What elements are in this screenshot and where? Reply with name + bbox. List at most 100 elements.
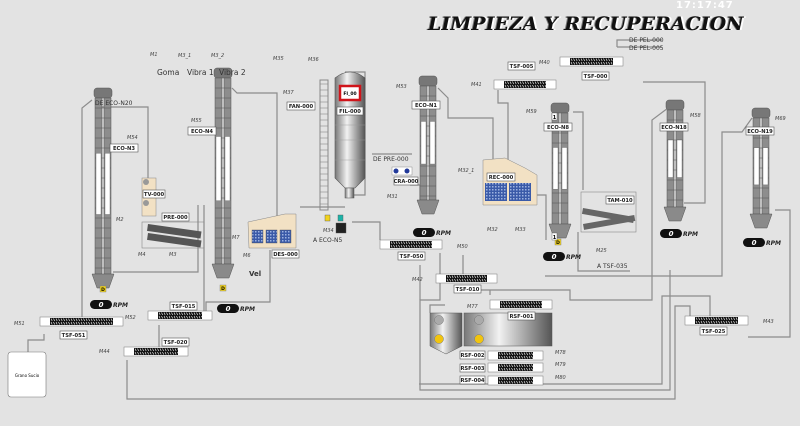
silo-fil-000[interactable]: FI_00 xyxy=(334,71,366,199)
bucket-elevator-eco-n4[interactable] xyxy=(211,67,235,279)
status-indicator-icon xyxy=(324,214,331,222)
screw-conveyor-tsf-050[interactable] xyxy=(379,239,443,250)
destoner-des-000[interactable] xyxy=(247,213,297,249)
conveyor-tag-tsf-025[interactable]: TSF-025 xyxy=(702,329,726,335)
motor-label-m42: M42 xyxy=(412,277,423,283)
silo-alarm[interactable] xyxy=(338,84,362,102)
fan-tag-box xyxy=(286,101,316,111)
screw-conveyor-tsf-051[interactable] xyxy=(39,316,124,327)
conveyor-tag-rsf-001[interactable]: RSF-001 xyxy=(509,314,533,320)
elevator-tag-eco-n4-box xyxy=(187,126,217,136)
dest-de-pre-000: DE PRE-000 xyxy=(373,156,409,163)
conveyor-tag-tsf-005[interactable]: TSF-005 xyxy=(510,64,534,70)
conveyor-tag-tsf-000[interactable]: TSF-000 xyxy=(584,74,608,80)
elevator-tag-eco-n8[interactable]: ECO-N8 xyxy=(547,125,569,131)
conveyor-tag-tsf-051[interactable]: TSF-051 xyxy=(62,333,86,339)
elevator-tag-eco-n18[interactable]: ECO-N18 xyxy=(661,125,687,131)
cra-tag[interactable]: CRA-000 xyxy=(394,179,419,185)
conveyor-tag-rsf-004[interactable]: RSF-004 xyxy=(460,378,484,384)
vibra1-button[interactable]: Vibra 1 xyxy=(187,68,214,77)
motor-label-m52: M52 xyxy=(125,315,136,321)
screw-conveyor-rsf-001[interactable] xyxy=(489,299,553,310)
rpm-unit: RPM xyxy=(766,240,781,247)
conveyor-tag-tsf-020-box xyxy=(161,337,190,347)
pipes xyxy=(27,39,791,400)
des-tag-box xyxy=(271,249,300,259)
rpm-unit: RPM xyxy=(683,231,698,238)
goma-button[interactable]: Goma xyxy=(157,68,179,77)
des-tag[interactable]: DES-000 xyxy=(273,252,298,258)
elevator-tag-eco-n19[interactable]: ECO-N19 xyxy=(747,129,773,135)
status-badge xyxy=(554,238,562,246)
rpm-unit: RPM xyxy=(113,302,128,309)
clock: 17:17:47 xyxy=(676,0,734,11)
motor-label-m54: M54 xyxy=(127,135,138,141)
motor-label-m31: M31 xyxy=(387,194,398,200)
conveyor-tag-tsf-015-box xyxy=(169,301,198,311)
bucket-elevator-eco-n3[interactable] xyxy=(91,87,115,289)
elevator-tag-eco-n3[interactable]: ECO-N3 xyxy=(113,146,135,152)
pre-tag[interactable]: PRE-000 xyxy=(163,215,188,221)
motor-label-m50: M50 xyxy=(457,244,468,250)
screw-conveyor-rsf-003[interactable] xyxy=(487,362,544,373)
tam-tag-box xyxy=(605,195,635,205)
pre-tag-box xyxy=(161,212,190,222)
rec-tag[interactable]: REC-000 xyxy=(489,175,514,181)
screw-conveyor-rsf-004[interactable] xyxy=(487,375,544,386)
motor-label-m59: M59 xyxy=(526,109,537,115)
motor-label-m2: M2 xyxy=(116,217,124,223)
screw-conveyor-tsf-025[interactable] xyxy=(684,315,749,326)
bucket-elevator-eco-n18[interactable] xyxy=(663,99,687,222)
elevator-tag-eco-n1-box xyxy=(411,100,441,110)
dest-a-eco-n5: A ECO-N5 xyxy=(313,237,343,244)
screw-conveyor-tsf-000[interactable] xyxy=(559,56,624,67)
conveyor-tag-rsf-002-box xyxy=(459,350,486,360)
screw-conveyor-tsf-010[interactable] xyxy=(435,273,498,284)
silo-tag[interactable]: FIL-000 xyxy=(339,109,361,115)
bin-label: Grano Sucio xyxy=(15,373,40,378)
elevator-tag-eco-n4[interactable]: ECO-N4 xyxy=(191,129,213,135)
tv-tag-box xyxy=(142,189,166,199)
fan-tag[interactable]: FAN-000 xyxy=(289,104,314,110)
recuperator-rec-000[interactable] xyxy=(482,157,538,206)
tam-tag[interactable]: TAM-010 xyxy=(607,198,633,204)
conveyor-tag-rsf-003[interactable]: RSF-003 xyxy=(460,366,484,372)
motor-label-m25: M25 xyxy=(596,248,607,254)
screw-conveyor-tsf-015[interactable] xyxy=(147,310,213,321)
elevator-tag-eco-n3-box xyxy=(109,143,139,153)
rpm-value: 0 xyxy=(552,253,557,261)
screw-conveyor-rsf-002[interactable] xyxy=(487,350,544,361)
conveyor-tag-tsf-015[interactable]: TSF-015 xyxy=(172,304,196,310)
rpm-value: 0 xyxy=(669,230,674,238)
fan-duct xyxy=(319,79,329,211)
conveyor-tag-rsf-004-box xyxy=(459,375,486,385)
conveyor-tag-tsf-050[interactable]: TSF-050 xyxy=(400,254,424,260)
motor-label-m7: M7 xyxy=(232,235,240,241)
sieve-tam-010[interactable] xyxy=(580,191,637,233)
motor-label-m34: M34 xyxy=(323,228,334,234)
bucket-elevator-eco-n19[interactable] xyxy=(749,107,773,229)
screw-conveyor-tsf-020[interactable] xyxy=(123,346,189,357)
motor-label-m4: M4 xyxy=(138,252,146,258)
screw-conveyor-tsf-005[interactable] xyxy=(493,79,557,90)
elevator-tag-eco-n1[interactable]: ECO-N1 xyxy=(415,103,437,109)
bin-grano-sucio[interactable] xyxy=(7,351,47,398)
motor-label-m77: M77 xyxy=(467,304,478,310)
conveyor-tag-tsf-020[interactable]: TSF-020 xyxy=(164,340,188,346)
motor-label-m41: M41 xyxy=(471,82,482,88)
motor-label-m33: M33 xyxy=(515,227,526,233)
vel-label: Vel xyxy=(249,270,261,278)
vibra2-button[interactable]: Vibra 2 xyxy=(219,68,246,77)
conveyor-tag-tsf-010[interactable]: TSF-010 xyxy=(456,287,480,293)
cra-000[interactable] xyxy=(391,166,413,176)
valve-icon[interactable] xyxy=(335,222,347,234)
pre-cleaner-pre-000[interactable] xyxy=(141,221,205,249)
tv-tag[interactable]: TV-000 xyxy=(144,192,165,198)
bucket-elevator-eco-n1[interactable] xyxy=(416,75,440,215)
conveyor-tag-tsf-000-box xyxy=(581,71,610,81)
motor-label-m32: M32 xyxy=(487,227,498,233)
status-badge xyxy=(99,285,107,293)
conveyor-tag-rsf-002[interactable]: RSF-002 xyxy=(460,353,484,359)
conveyor-tag-tsf-051-box xyxy=(59,330,88,340)
conveyor-tag-tsf-025-box xyxy=(699,326,728,336)
